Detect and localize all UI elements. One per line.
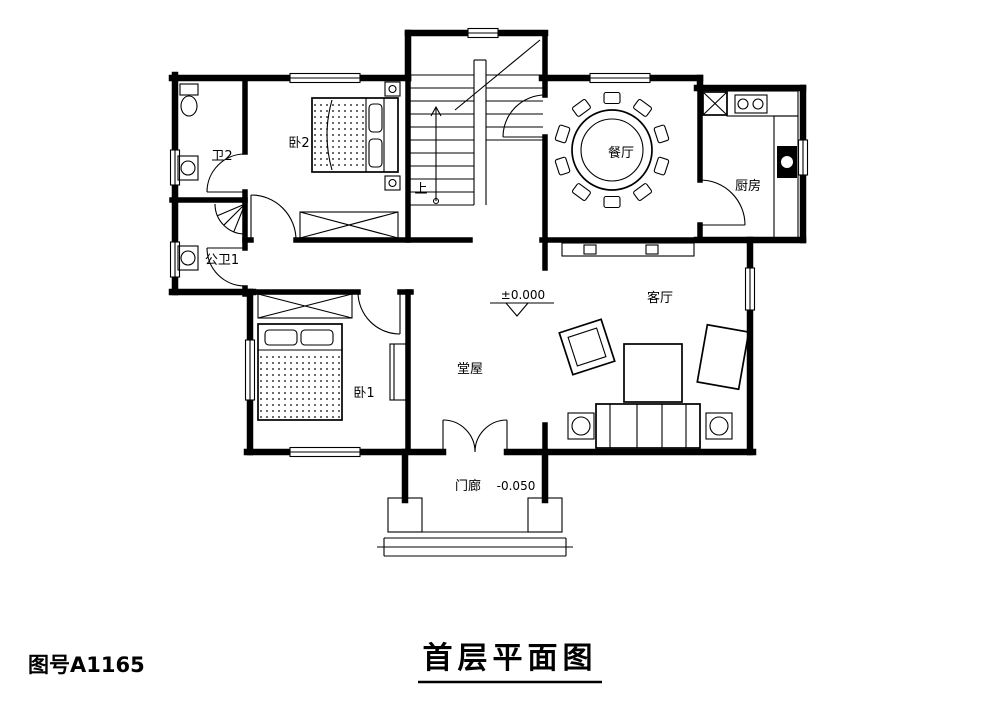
kitchen-counter-right	[773, 115, 799, 239]
windows	[169, 27, 809, 458]
drawing-title: 首层平面图	[423, 641, 598, 676]
door-bedroom1	[357, 291, 401, 335]
porch-steps	[377, 537, 573, 557]
porch-structure	[377, 497, 573, 557]
bed-bedroom2	[311, 81, 401, 191]
wardrobe-bedroom2	[299, 211, 399, 239]
floor-level-text: ±0.000	[501, 288, 545, 302]
room-label-bath2: 卫2	[211, 149, 232, 164]
sofa	[595, 403, 701, 449]
bed-bedroom1	[257, 323, 343, 421]
stairs: 上	[410, 39, 543, 206]
stove	[734, 94, 768, 114]
porch-pier	[387, 497, 423, 533]
door-kitchen	[699, 179, 746, 226]
bath2-fixtures	[177, 83, 199, 181]
nightstand	[384, 175, 401, 191]
room-label-dining: 餐厅	[608, 145, 634, 161]
entrance-double-door	[442, 419, 508, 453]
door-dining	[502, 94, 546, 138]
room-label-kitchen: 厨房	[735, 178, 761, 194]
desk-bedroom1	[389, 343, 407, 401]
room-label-bedroom1: 卧1	[353, 386, 374, 401]
living-room-furniture	[558, 318, 750, 449]
coffee-table	[623, 343, 683, 403]
drawing-number: 图号A1165	[28, 653, 145, 677]
door-bath2	[206, 153, 246, 193]
public-bath-fixtures	[177, 203, 246, 271]
kitchen-counter-top	[726, 90, 799, 117]
door-public-bath	[206, 247, 246, 287]
room-label-bedroom2: 卧2	[288, 136, 309, 151]
window-stair-top	[467, 27, 499, 39]
window-public-bath-left	[169, 241, 181, 278]
room-labels: 卫2 公卫1 卧2 餐厅 厨房 客厅 堂屋 卧1 门廊 -0.050	[205, 136, 761, 494]
porch-level-text: -0.050	[497, 479, 536, 493]
walls	[168, 29, 807, 504]
shower	[214, 203, 246, 235]
dining-chairs	[554, 91, 670, 209]
kitchen-fixtures	[702, 90, 799, 239]
window-living-right	[744, 267, 756, 311]
dining-table-set	[554, 91, 670, 209]
window-bedroom1-bottom	[289, 446, 361, 458]
room-label-living: 客厅	[647, 290, 673, 306]
nightstand	[384, 81, 401, 97]
side-table-lamp	[705, 412, 733, 440]
level-marker-main: ±0.000	[490, 288, 554, 317]
washbasin	[177, 155, 199, 181]
window-bedroom1-left	[244, 339, 256, 401]
window-bath2-left	[169, 149, 181, 186]
porch-pier	[527, 497, 563, 533]
sink	[777, 146, 797, 178]
stair-up-arrow	[430, 105, 442, 205]
fridge	[702, 91, 728, 116]
side-table-lamp	[567, 412, 595, 440]
stair-up-label: 上	[414, 182, 427, 197]
window-dining-top	[589, 72, 651, 84]
doors	[206, 94, 746, 453]
sideboard	[561, 242, 695, 257]
door-bedroom2	[250, 194, 297, 241]
drawing-title-block: 首层平面图	[418, 641, 602, 684]
room-label-porch: 门廊	[455, 478, 481, 494]
window-kitchen-right	[797, 139, 809, 176]
plant	[696, 323, 750, 391]
room-label-public-bath1: 公卫1	[205, 253, 239, 268]
toilet	[179, 83, 199, 117]
wardrobe-bedroom1	[257, 293, 353, 319]
window-bedroom2-top	[289, 72, 361, 84]
room-label-hall: 堂屋	[457, 362, 483, 377]
washbasin	[177, 245, 199, 271]
armchair	[558, 318, 616, 376]
